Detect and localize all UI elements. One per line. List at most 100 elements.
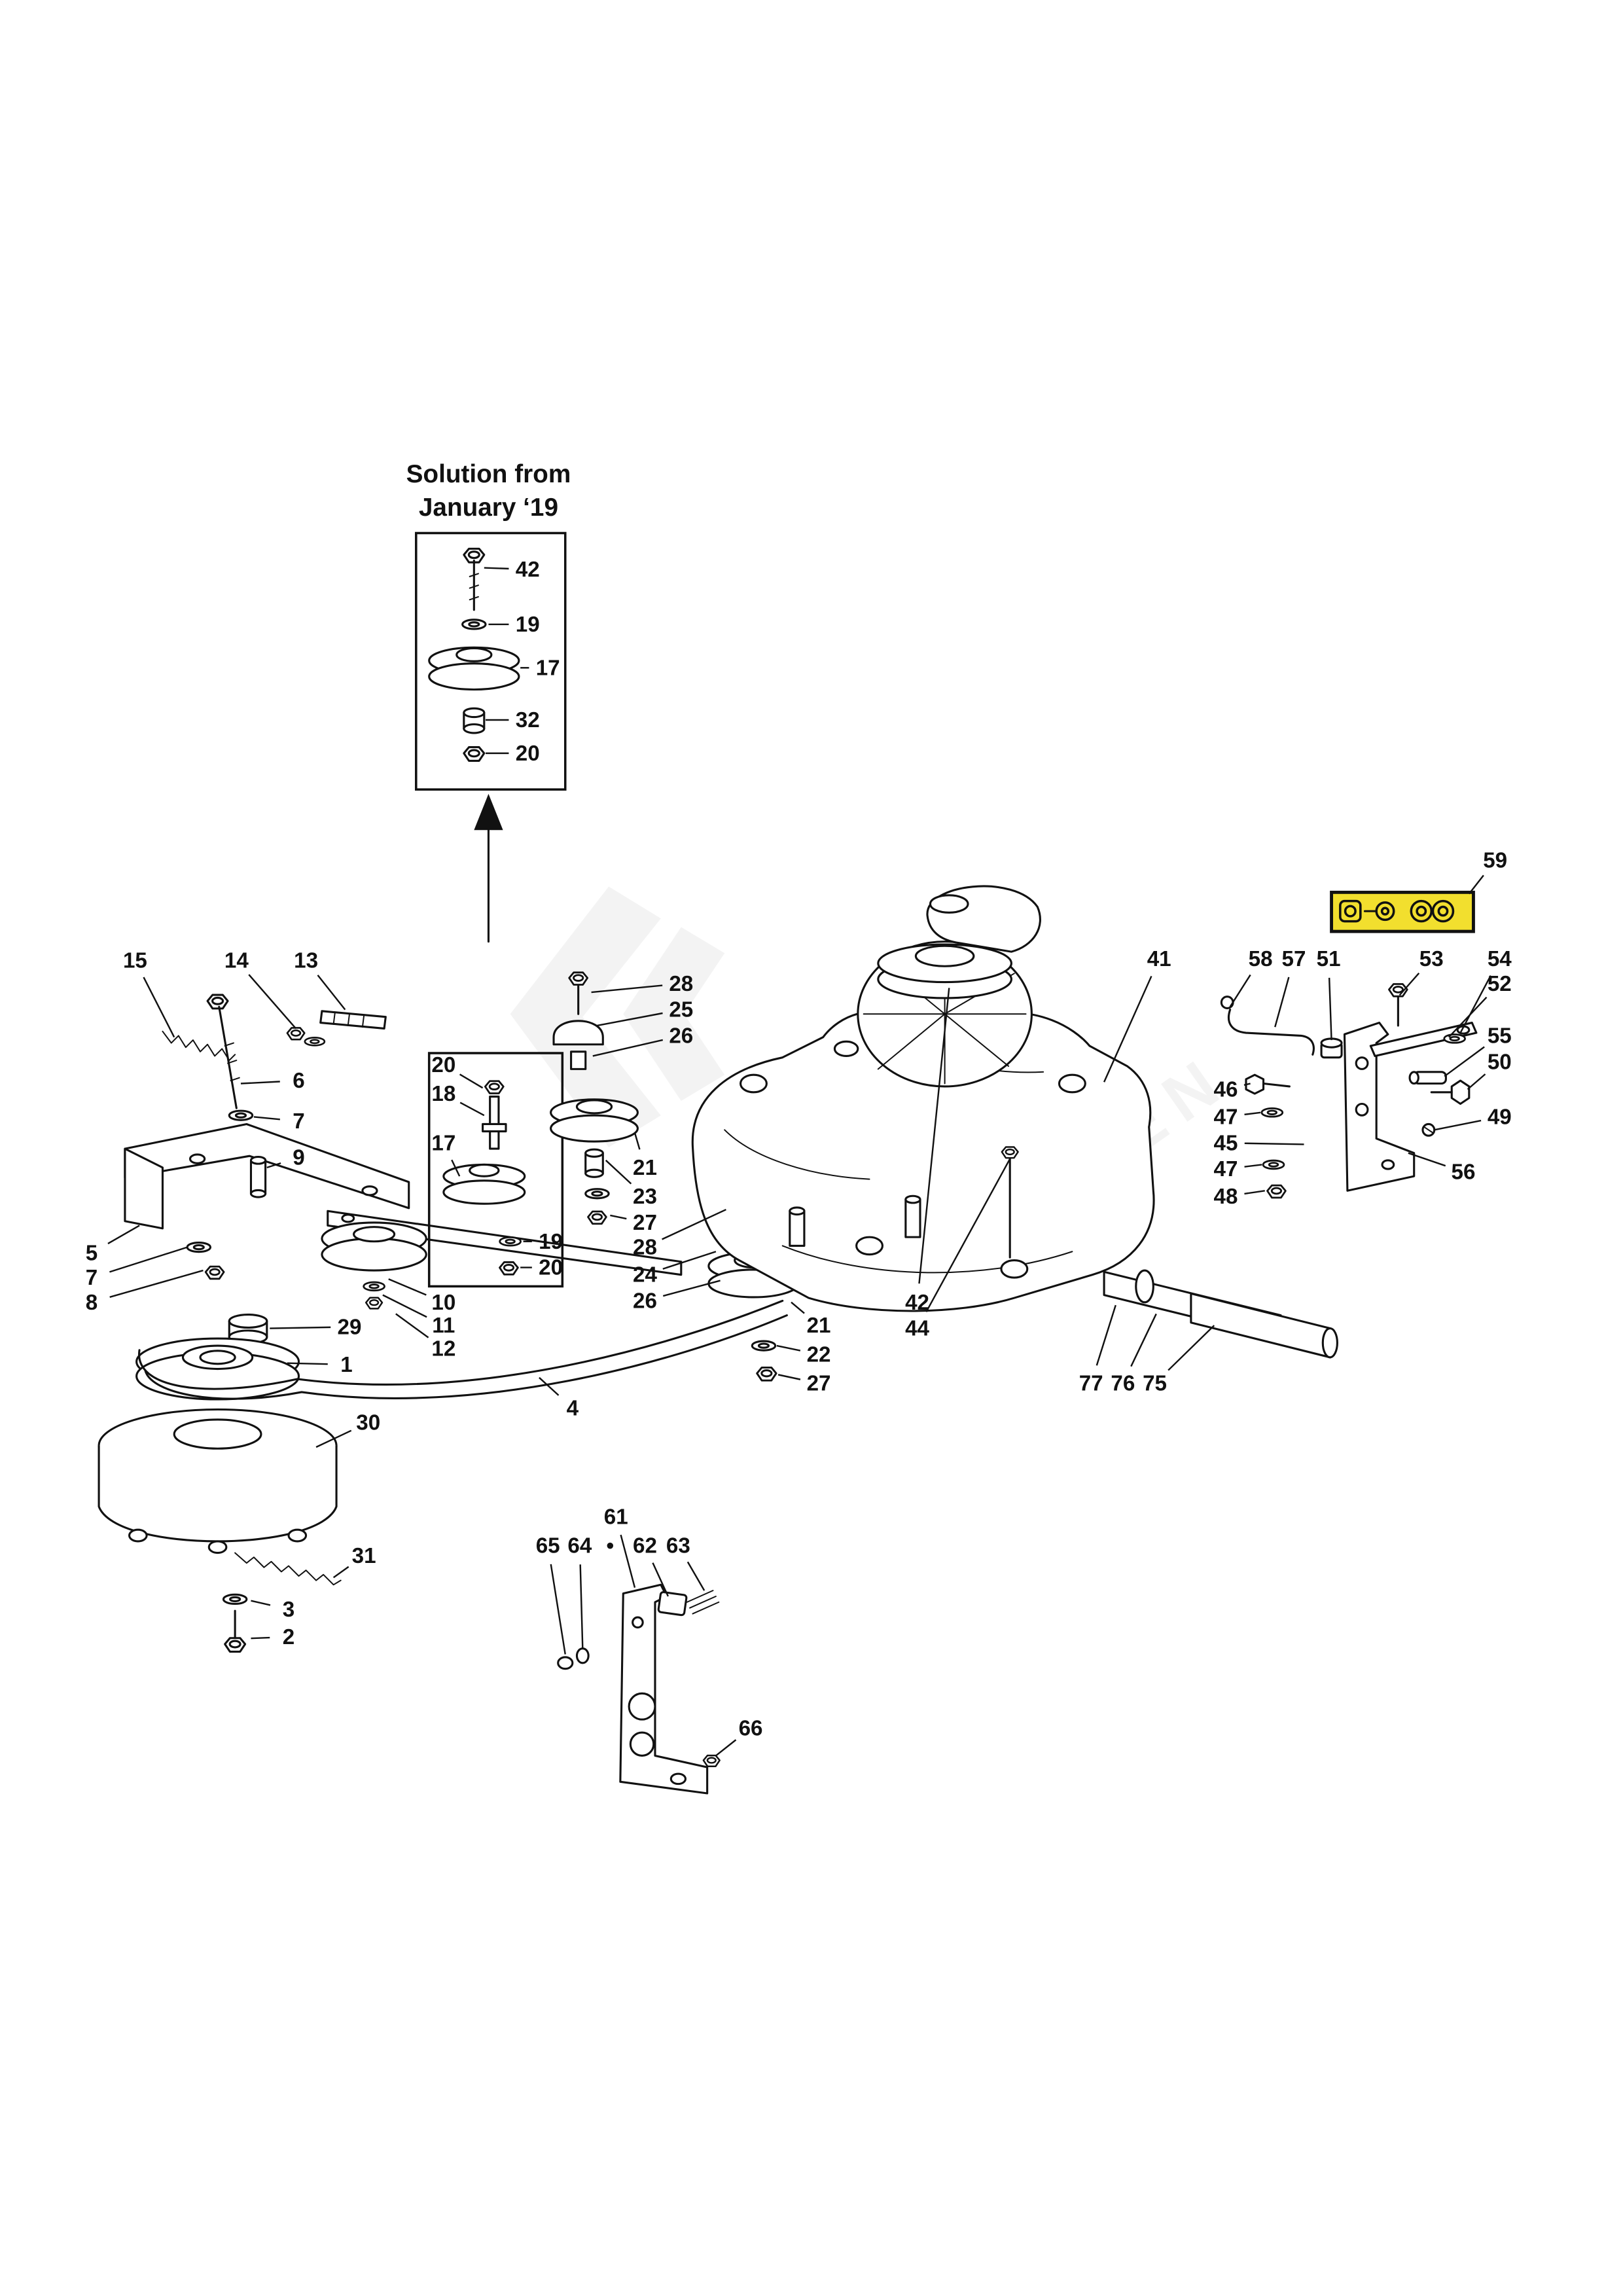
washer-7b xyxy=(186,1241,212,1253)
washer-3 xyxy=(222,1593,248,1605)
inset-solution-box: Solution from January ‘19 xyxy=(406,460,571,791)
leader-line-11 xyxy=(382,1294,427,1318)
callout-57: 57 xyxy=(1282,947,1306,971)
pulley-21a xyxy=(550,1098,639,1143)
leader-line-12 xyxy=(395,1313,429,1338)
leader-line-9 xyxy=(266,1162,281,1169)
washer-19 xyxy=(499,1236,522,1247)
watermark-logo-shape xyxy=(510,886,661,1147)
callout-66: 66 xyxy=(739,1716,763,1740)
callout-19: 19 xyxy=(539,1230,563,1254)
callout-5: 5 xyxy=(86,1242,98,1266)
callout-48: 48 xyxy=(1214,1185,1238,1209)
leader-line-47 xyxy=(1244,1111,1261,1116)
callout-47: 47 xyxy=(1214,1105,1238,1129)
callout-56: 56 xyxy=(1452,1160,1476,1185)
callout-6: 6 xyxy=(293,1069,304,1093)
callout-26: 26 xyxy=(633,1289,657,1314)
washer-54 xyxy=(1443,1033,1467,1044)
leader-line-52 xyxy=(1448,996,1488,1038)
leader-line-42 xyxy=(918,988,950,1284)
leader-line-31 xyxy=(332,1566,349,1579)
spacer-29 xyxy=(228,1313,268,1345)
callout-23: 23 xyxy=(633,1185,657,1209)
callout-64: 64 xyxy=(567,1534,592,1558)
callout-30: 30 xyxy=(356,1410,380,1435)
callout-49: 49 xyxy=(1488,1105,1512,1129)
up-arrow xyxy=(474,793,503,943)
washers-64-65 xyxy=(557,1647,590,1670)
tension-spring-15 xyxy=(162,1030,236,1062)
leader-line-47 xyxy=(1244,1164,1262,1168)
bolt-6 xyxy=(206,994,240,1109)
support-bracket-45 xyxy=(1343,1022,1416,1192)
callout-32: 32 xyxy=(516,708,540,732)
callout-9: 9 xyxy=(293,1145,304,1170)
pulley-assembly-box xyxy=(427,1052,564,1288)
leader-line-28 xyxy=(591,984,663,994)
spacer-23 xyxy=(584,1148,604,1178)
callout-22: 22 xyxy=(807,1342,831,1367)
callout-20: 20 xyxy=(431,1053,455,1077)
washer-47a xyxy=(1260,1107,1284,1118)
callout-53: 53 xyxy=(1419,947,1444,971)
leader-line-15 xyxy=(143,977,175,1038)
callout-27: 27 xyxy=(633,1211,657,1235)
callout-26: 26 xyxy=(669,1024,693,1049)
leader-line-6 xyxy=(240,1081,280,1085)
callout-8: 8 xyxy=(86,1291,98,1315)
leader-line-77 xyxy=(1096,1304,1116,1366)
leader-line-48 xyxy=(1244,1190,1265,1195)
leader-line-51 xyxy=(1328,977,1332,1041)
callout-65: 65 xyxy=(536,1534,560,1558)
callout-45: 45 xyxy=(1214,1131,1238,1155)
nut-27 xyxy=(587,1210,607,1225)
leader-line-44 xyxy=(925,1158,1011,1312)
plate-52 xyxy=(1369,1022,1478,1058)
callout-11: 11 xyxy=(432,1314,455,1338)
callout-55: 55 xyxy=(1488,1024,1512,1049)
inset-bolt-42 xyxy=(463,547,486,611)
callout-42: 42 xyxy=(905,1291,929,1315)
rod-57 xyxy=(1227,1009,1315,1056)
leader-line-4 xyxy=(539,1376,560,1396)
leader-line-18 xyxy=(459,1102,485,1117)
callout-28: 28 xyxy=(633,1236,657,1260)
callout-54: 54 xyxy=(1488,947,1512,971)
leader-line-20 xyxy=(459,1073,484,1089)
housing-bolt-44 xyxy=(1001,1146,1019,1259)
inset-nut-20 xyxy=(463,746,486,762)
washer-11 xyxy=(363,1281,385,1292)
bolt-28 xyxy=(568,971,589,1015)
hardware-kit-59 xyxy=(1330,890,1475,933)
idler-pulley-10 xyxy=(321,1221,427,1272)
leader-line-42 xyxy=(484,567,509,570)
bolt-46 xyxy=(1245,1073,1291,1095)
nut-48 xyxy=(1266,1184,1287,1199)
callout-20: 20 xyxy=(516,742,540,766)
pulley-17 xyxy=(442,1163,526,1205)
callout-7: 7 xyxy=(86,1266,98,1290)
callout-19: 19 xyxy=(516,613,540,637)
intake-duct xyxy=(926,885,1041,953)
housing-stud xyxy=(904,1194,921,1238)
callout-58: 58 xyxy=(1249,947,1273,971)
callout-76: 76 xyxy=(1111,1372,1135,1396)
callout-51: 51 xyxy=(1317,947,1341,971)
callout-15: 15 xyxy=(123,948,147,973)
callout-29: 29 xyxy=(338,1315,362,1339)
clutch-spring-31 xyxy=(234,1552,342,1586)
callout-59: 59 xyxy=(1483,849,1507,873)
sub-box-frame xyxy=(427,1052,564,1288)
leader-line-23 xyxy=(605,1159,632,1185)
inset-washer-19 xyxy=(461,619,487,630)
leader-line-49 xyxy=(1434,1119,1482,1131)
callout-62: 62 xyxy=(633,1534,657,1558)
nut-20 xyxy=(484,1080,505,1094)
inset-spacer-32 xyxy=(463,707,486,734)
drive-belt-4 xyxy=(138,1299,788,1400)
inset-frame xyxy=(415,531,567,791)
leader-line-13 xyxy=(317,975,346,1011)
bolt-2 xyxy=(224,1609,247,1653)
